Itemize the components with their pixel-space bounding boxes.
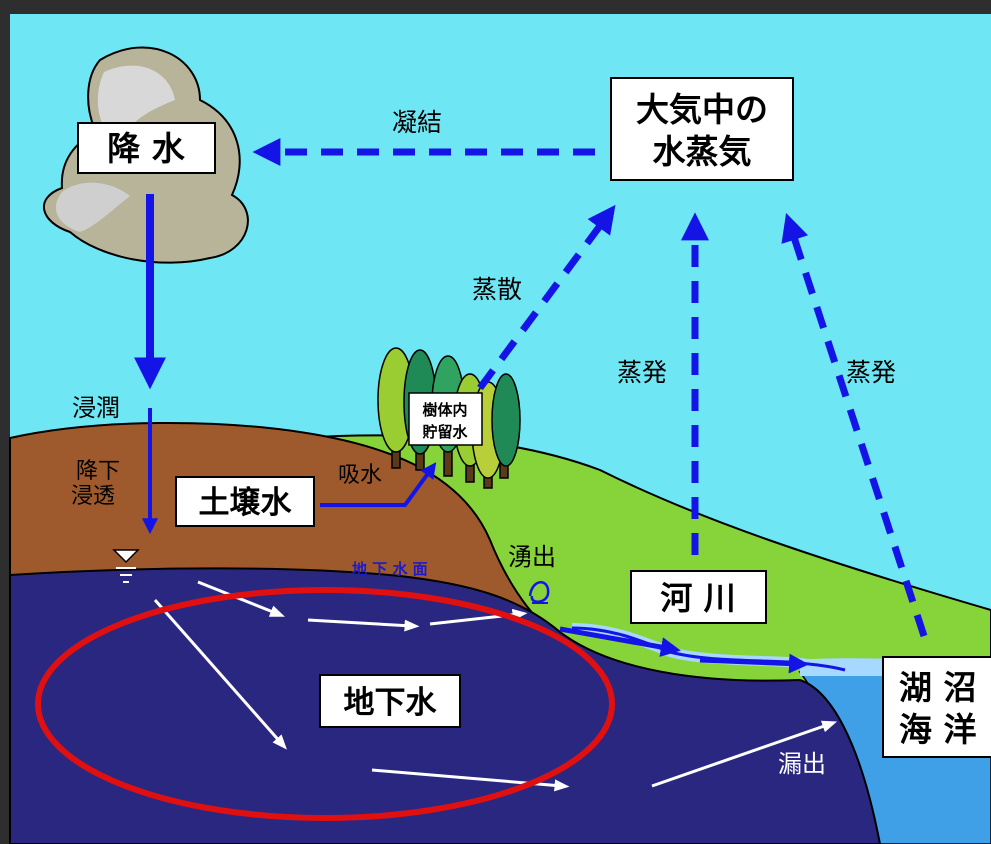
water-vapor-box: 大気中の 水蒸気	[610, 77, 794, 181]
absorption-label: 吸水	[338, 463, 382, 488]
river-flow-arrow-2	[699, 653, 809, 674]
evaporation-right-label: 蒸発	[846, 358, 896, 387]
lake-ocean-text-line1: 湖 沼	[899, 668, 977, 707]
soil-water-text: 土壌水	[199, 485, 293, 521]
water-vapor-text-line1: 大気中の	[636, 90, 768, 129]
lake-ocean-text-line2: 海 洋	[899, 710, 977, 749]
lake-ocean-box: 湖 沼 海 洋	[882, 656, 991, 758]
tree-storage-box: 樹体内 貯留水	[408, 392, 483, 446]
river-flow-arrow-1	[559, 626, 681, 657]
evaporation-center-label: 蒸発	[617, 358, 667, 387]
groundwater-text: 地下水	[344, 685, 438, 721]
absorption-arrow	[320, 462, 437, 507]
water-vapor-text-line2: 水蒸気	[653, 132, 752, 171]
soil-water-box: 土壌水	[175, 476, 315, 527]
spring-symbol	[528, 581, 550, 604]
river-text: 河 川	[660, 579, 735, 617]
transpiration-label: 蒸散	[472, 275, 522, 304]
condensation-label: 凝結	[392, 108, 442, 137]
percolation-label-line1: 降下	[76, 459, 120, 484]
water-table-symbol	[112, 549, 140, 583]
groundwater-box: 地下水	[319, 674, 461, 728]
precipitation-text: 降 水	[107, 129, 185, 168]
percolation-label-line2: 浸透	[71, 484, 115, 509]
precipitation-box: 降 水	[77, 122, 216, 174]
infiltration-label: 浸潤	[72, 394, 120, 422]
tree-storage-text-line1: 樹体内	[422, 401, 467, 419]
water-table-label: 地 下 水 面	[352, 560, 428, 578]
highlight-ellipse	[35, 587, 615, 821]
tree-storage-text-line2: 貯留水	[422, 423, 468, 441]
evaporation-right-arrow	[781, 213, 928, 638]
spring-label: 湧出	[508, 543, 556, 571]
seepage-label: 漏出	[778, 750, 826, 778]
river-box: 河 川	[630, 570, 767, 624]
